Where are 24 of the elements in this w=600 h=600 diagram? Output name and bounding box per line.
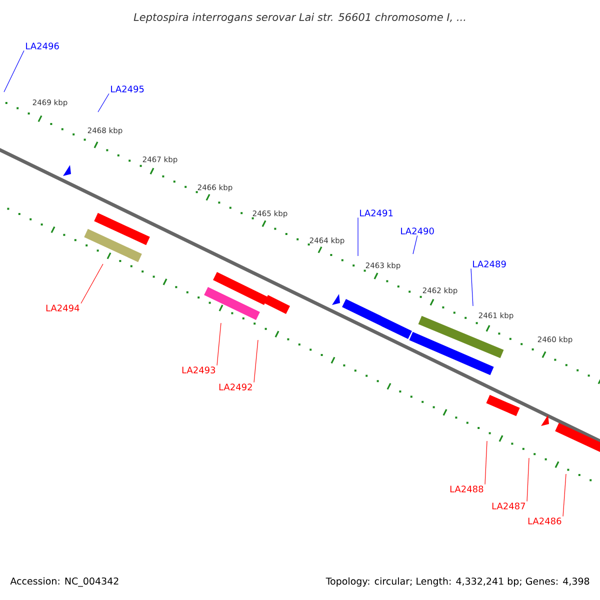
gene-label: LA2486 bbox=[528, 518, 562, 524]
leader-line bbox=[484, 440, 488, 485]
leader-line bbox=[98, 93, 110, 112]
gene-label: LA2488 bbox=[450, 486, 484, 492]
title: Leptospira interrogans serovar Lai str. 56601 chromosome I, ... bbox=[134, 12, 466, 24]
footer-text: Accession: NC_004342 bbox=[10, 577, 118, 587]
footer-text: Topology: circular; Length: 4,332,241 bp; Genes: 4,398 bbox=[326, 577, 590, 587]
gene-label: LA2490 bbox=[401, 228, 434, 234]
leader-line bbox=[412, 235, 418, 254]
gene-label: LA2487 bbox=[492, 502, 526, 510]
gene-label: LA2492 bbox=[219, 384, 252, 390]
gene-label: LA2493 bbox=[182, 366, 216, 374]
leader-line bbox=[4, 50, 24, 92]
leader-line bbox=[80, 264, 104, 304]
leader-line bbox=[216, 322, 222, 366]
gene-label: LA2495 bbox=[111, 86, 144, 92]
leader-line bbox=[526, 458, 530, 502]
gene-label: LA2496 bbox=[26, 42, 59, 50]
gene-label: LA2491 bbox=[360, 210, 393, 216]
leader-line bbox=[254, 340, 258, 383]
gene-label: LA2489 bbox=[473, 260, 506, 268]
leader-line bbox=[470, 268, 474, 306]
gene-label: LA2494 bbox=[46, 304, 80, 312]
leader-line bbox=[562, 474, 566, 517]
